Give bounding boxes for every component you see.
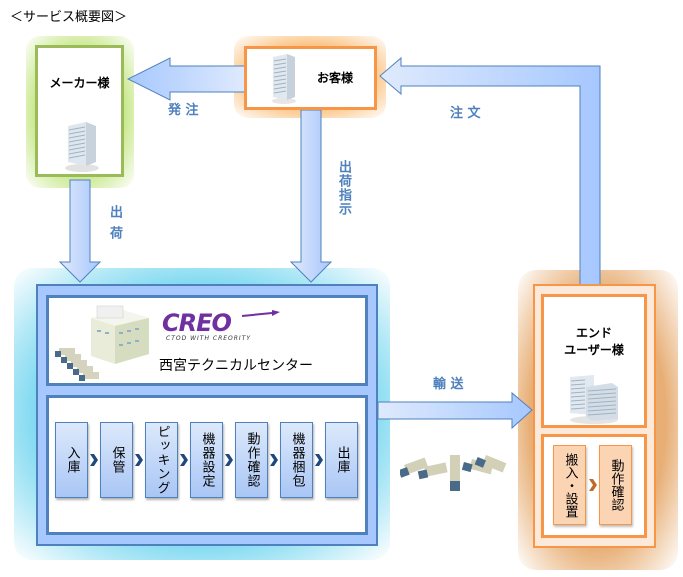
- maker-node: メーカー様: [35, 45, 124, 177]
- customer-node: お客様: [244, 46, 377, 110]
- process-step-label: 出庫: [334, 446, 350, 474]
- end-user-label-line1: エンド: [575, 326, 612, 340]
- delivery-trucks-icon: [400, 455, 507, 491]
- warehouse-with-trucks-icon: [55, 305, 149, 381]
- label-order-from-end-user: 注 文: [450, 106, 481, 121]
- process-step: ピッキング: [145, 422, 178, 498]
- process-step-label: 機器梱包: [289, 432, 305, 488]
- process-step: 入庫: [55, 422, 88, 498]
- arrow-shipping-instruction: [289, 109, 333, 283]
- customer-label: お客様: [317, 71, 354, 85]
- process-step: 機器梱包: [280, 422, 313, 498]
- creo-tagline: CTOD WITH CREORITY: [166, 335, 252, 342]
- chevron-right-icon: [270, 454, 278, 466]
- label-shipment-from-maker: 出荷: [107, 205, 122, 247]
- process-step-label: ピッキング: [154, 425, 170, 495]
- end-user-process-step: 動作確認: [599, 445, 632, 525]
- chevron-right-icon: [315, 454, 323, 466]
- arrow-order-to-maker: [126, 57, 247, 101]
- arrow-shipment-from-maker: [58, 179, 102, 283]
- office-building-icon: [65, 122, 99, 172]
- label-transport: 輸 送: [433, 377, 464, 392]
- chevron-right-icon: [180, 454, 188, 466]
- process-step: 保管: [100, 422, 133, 498]
- page-title: ＜サービス概要図＞: [10, 10, 128, 25]
- end-user-process-step: 搬入・設置: [553, 445, 586, 525]
- process-step-label: 機器設定: [199, 432, 215, 488]
- end-user-header: エンド ユーザー様: [541, 294, 647, 428]
- process-step: 機器設定: [190, 422, 223, 498]
- process-step-label: 動作確認: [244, 432, 260, 488]
- chevron-right-icon: [135, 454, 143, 466]
- chevron-right-icon: [225, 454, 233, 466]
- chevron-right-icon: [90, 454, 98, 466]
- end-user-label: エンド ユーザー様: [544, 325, 644, 359]
- process-step-label: 入庫: [64, 446, 80, 474]
- logo-arrow-icon: [241, 310, 280, 317]
- process-step-label: 保管: [109, 446, 125, 474]
- arrow-order-from-end-user: [379, 56, 601, 289]
- end-user-process-step-label: 搬入・設置: [562, 452, 578, 518]
- creo-logo: CREO: [162, 309, 232, 337]
- end-user-label-line2: ユーザー様: [564, 343, 624, 357]
- office-building-icon: [272, 54, 296, 104]
- arrow-transport: [377, 391, 533, 430]
- technical-center-header: [46, 295, 368, 386]
- office-buildings-icon: [570, 375, 618, 424]
- maker-label: メーカー様: [49, 76, 110, 90]
- process-step: 出庫: [325, 422, 358, 498]
- technical-center-name: 西宮テクニカルセンター: [159, 358, 313, 374]
- chevron-right-icon: [589, 479, 597, 491]
- label-order-to-maker: 発 注: [168, 103, 199, 118]
- process-step: 動作確認: [235, 422, 268, 498]
- label-shipping-instruction: 出荷指示: [336, 160, 351, 216]
- end-user-process-step-label: 動作確認: [608, 459, 624, 511]
